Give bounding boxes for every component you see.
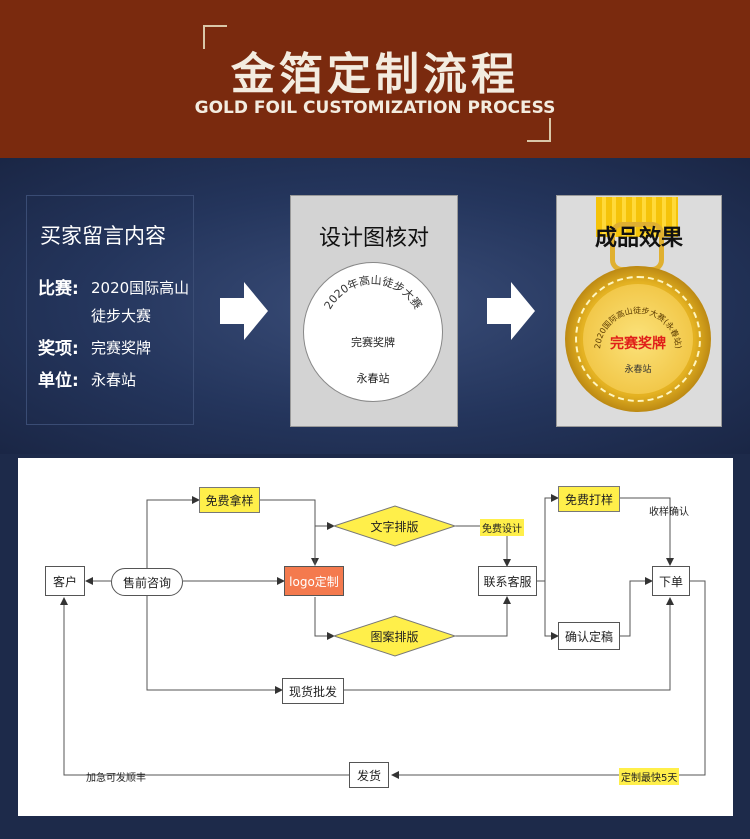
buyer-message-box	[26, 195, 194, 425]
node-free-sample: 免费拿样	[199, 487, 260, 513]
diamond-text-layout	[332, 505, 457, 547]
page-subtitle: GOLD FOIL CUSTOMIZATION PROCESS	[194, 98, 556, 118]
node-presale-consult: 售前咨询	[111, 568, 183, 596]
node-pattern-layout: 图案排版	[370, 630, 419, 644]
design-check-title: 设计图核对	[318, 226, 429, 251]
medal-award: 完赛奖牌	[610, 336, 666, 352]
urgent-label: 加急可发顺丰	[86, 773, 146, 784]
fastest-badge: 定制最快5天	[619, 768, 680, 785]
node-logo-custom: logo定制	[284, 566, 344, 596]
node-stock-wholesale: 现货批发	[282, 678, 344, 704]
node-customer: 客户	[45, 566, 85, 596]
buyer-message-title: 买家留言内容	[40, 224, 166, 248]
medal-ring	[575, 276, 701, 402]
match-line-1: 2020国际高山	[91, 279, 190, 297]
match-line-2: 徒步大赛	[91, 307, 152, 325]
medal-ribbon	[596, 197, 678, 237]
diamond-pattern-layout	[332, 615, 457, 657]
page-title: 金箔定制流程	[231, 49, 519, 100]
disc-unit: 永春站	[356, 372, 390, 385]
award-key: 奖项:	[38, 339, 79, 359]
medal-arc-text: 2020国际高山徒步大赛(永春站)	[593, 305, 684, 349]
node-order: 下单	[652, 566, 690, 596]
corner-bracket-top-left	[203, 25, 227, 49]
arrow-right-icon	[220, 282, 268, 340]
unit-key: 单位:	[38, 371, 79, 391]
design-disc	[303, 262, 443, 402]
node-free-proof: 免费打样	[558, 486, 620, 512]
node-confirm-proof: 确认定稿	[558, 622, 620, 650]
disc-award: 完赛奖牌	[351, 336, 395, 349]
node-contact-service: 联系客服	[478, 566, 537, 596]
node-shipping: 发货	[349, 762, 389, 788]
disc-arc-text: 2020年高山徒步大赛	[322, 273, 425, 312]
medal-unit: 永春站	[624, 365, 652, 375]
receive-confirm-label: 收样确认	[649, 507, 689, 518]
medal-center	[583, 284, 693, 394]
unit-value: 永春站	[91, 371, 137, 389]
header-banner	[0, 0, 750, 158]
match-key: 比赛:	[38, 279, 79, 299]
arrow-right-icon	[487, 282, 535, 340]
free-design-badge: 免费设计	[480, 519, 524, 536]
corner-bracket-bottom-right	[527, 118, 551, 142]
award-value: 完赛奖牌	[91, 339, 152, 357]
node-text-layout: 文字排版	[370, 520, 419, 534]
product-effect-title: 成品效果	[594, 226, 683, 251]
